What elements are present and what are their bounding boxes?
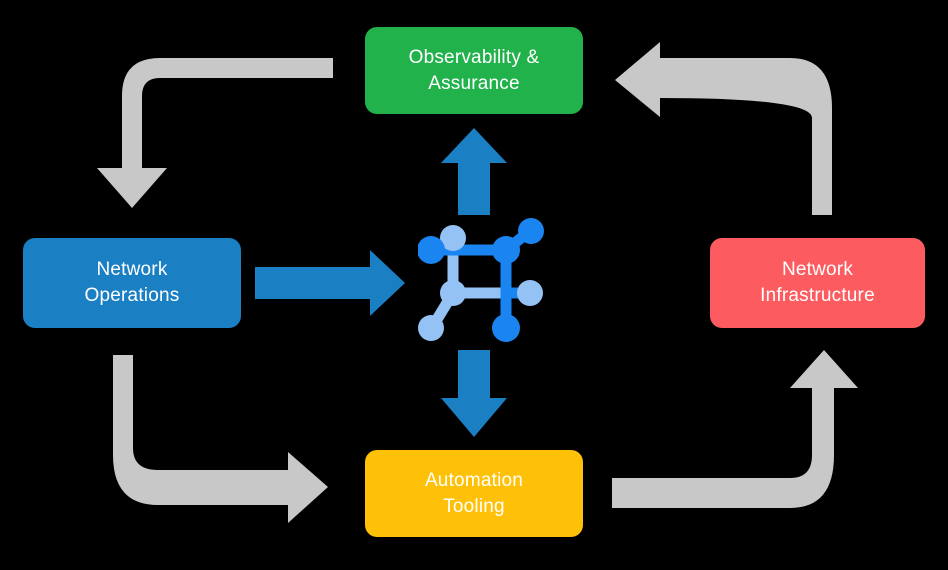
arrow-infrastructure-to-observability bbox=[615, 42, 832, 215]
node-observability-assurance[interactable]: Observability & Assurance bbox=[365, 27, 583, 114]
node-network-operations[interactable]: Network Operations bbox=[23, 238, 241, 328]
node-automation-tooling[interactable]: Automation Tooling bbox=[365, 450, 583, 537]
node-network-operations-label: Network Operations bbox=[84, 259, 180, 306]
network-topology-icon bbox=[418, 218, 544, 342]
arrow-observability-to-operations bbox=[97, 58, 333, 208]
arrow-automation-to-infrastructure bbox=[612, 350, 858, 508]
node-observability-label: Observability & Assurance bbox=[408, 46, 540, 94]
topology-nodes-secondary bbox=[418, 225, 543, 341]
arrow-operations-to-automation bbox=[113, 355, 328, 523]
node-automation-tooling-label: Automation Tooling bbox=[424, 469, 524, 517]
node-network-infrastructure-label: Network Infrastructure bbox=[760, 259, 875, 306]
arrow-center-to-observability bbox=[441, 128, 507, 215]
node-network-infrastructure[interactable]: Network Infrastructure bbox=[710, 238, 925, 328]
arrow-operations-to-center bbox=[255, 250, 405, 316]
topology-nodes-primary bbox=[418, 218, 544, 342]
arrow-center-to-automation bbox=[441, 350, 507, 437]
